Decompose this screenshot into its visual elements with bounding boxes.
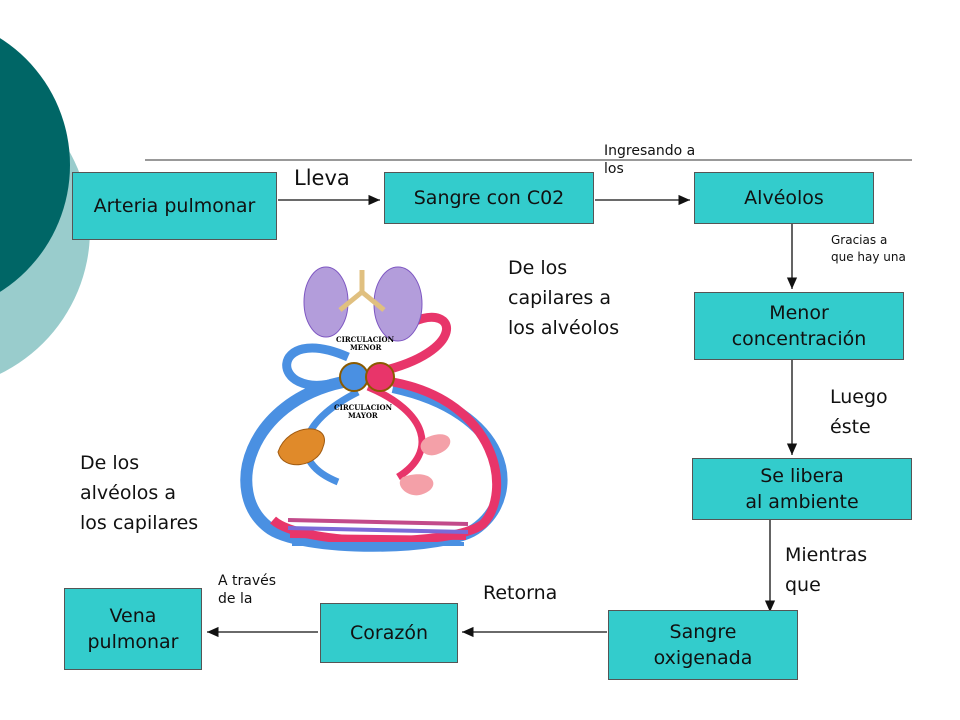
right-lung — [373, 266, 423, 342]
box-arteria-pulmonar: Arteria pulmonar — [72, 172, 277, 240]
heart-icon — [339, 362, 395, 392]
caption-menor-line2: MENOR — [350, 343, 382, 352]
box-alveolos: Alvéolos — [694, 172, 874, 224]
note-alveolos-a-capilares: De los alvéolos a los capilares — [80, 452, 199, 534]
organ-kidney — [420, 434, 451, 456]
circulation-illustration: CIRCULACION MENOR CIRCULACION MAYOR — [228, 262, 522, 562]
caption-mayor-line1: CIRCULACION — [334, 403, 393, 412]
box-sangre-co2: Sangre con C02 — [384, 172, 594, 224]
trachea — [338, 270, 386, 312]
label-gracias: Gracias a que hay una — [831, 233, 906, 264]
organ-intestine — [399, 474, 434, 496]
label-lleva: Lleva — [294, 166, 350, 190]
capillary-bed — [287, 518, 469, 546]
label-ingresando: Ingresando a los — [604, 143, 696, 177]
liver — [277, 428, 325, 466]
caption-mayor-line2: MAYOR — [348, 411, 378, 420]
box-sangre-oxigenada: Sangre oxigenada — [608, 610, 798, 680]
box-vena-pulmonar: Vena pulmonar — [64, 588, 202, 670]
label-a-traves: A través de la — [218, 573, 277, 607]
label-luego: Luego éste — [830, 386, 888, 438]
box-corazon: Corazón — [320, 603, 458, 663]
caption-circulacion-mayor: CIRCULACION MAYOR — [334, 403, 394, 420]
label-mientras: Mientras que — [785, 544, 868, 596]
caption-circulacion-menor: CIRCULACION MENOR — [336, 335, 396, 352]
box-se-libera: Se libera al ambiente — [692, 458, 912, 520]
box-menor-concentracion: Menor concentración — [694, 292, 904, 360]
left-lung — [303, 266, 349, 338]
pulmonary-artery-right — [377, 312, 451, 377]
note-capilares-a-alveolos: De los capilares a los alvéolos — [508, 257, 620, 339]
circulation-diagram-svg: CIRCULACION MENOR CIRCULACION MAYOR — [240, 266, 508, 552]
artery-branch — [366, 383, 426, 480]
decorative-circle-dark — [0, 38, 70, 292]
caption-menor-line1: CIRCULACION — [336, 335, 395, 344]
label-retorna: Retorna — [483, 582, 558, 604]
